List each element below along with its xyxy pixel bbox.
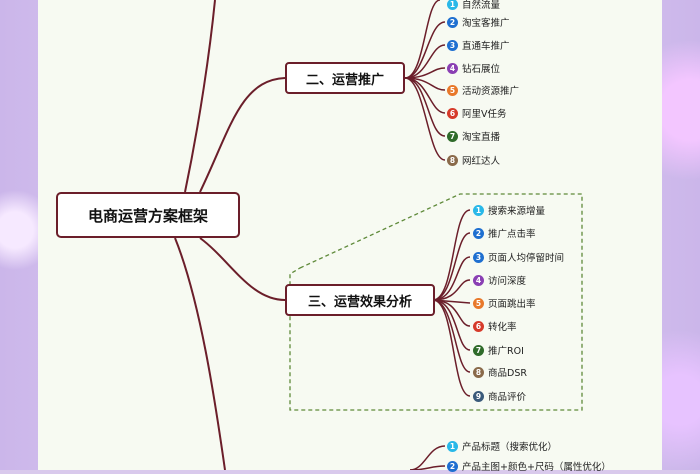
leaf-item[interactable]: 2 产品主图+颜色+尺码（属性优化） [447,458,611,474]
number-badge: 5 [473,297,484,309]
leaf-label: 自然流量 [462,0,501,11]
leaf-item[interactable]: 2 淘宝客推广 [447,14,510,30]
number-badge: 4 [473,274,484,286]
leaf-label: 页面人均停留时间 [488,253,565,264]
number-badge: 9 [473,390,484,402]
leaf-label: 活动资源推广 [462,86,520,97]
number-badge: 8 [473,366,484,378]
leaf-item[interactable]: 5 页面跳出率 [473,295,536,311]
leaf-item[interactable]: 4 访问深度 [473,272,526,288]
number-badge: 1 [447,440,458,452]
leaf-item[interactable]: 8 商品DSR [473,364,527,380]
branch-2-leaf-lines [432,209,471,397]
leaf-label: 转化率 [488,322,517,333]
number-badge: 7 [473,344,484,356]
leaf-label: 页面跳出率 [488,299,536,310]
number-badge: 2 [473,227,484,239]
leaf-label: 商品评价 [488,392,527,403]
leaf-label: 商品DSR [488,368,527,379]
leaf-label: 访问深度 [488,276,527,287]
number-badge: 3 [473,251,484,263]
number-badge: 3 [447,39,458,51]
branch-node-operations-promotion[interactable]: 二、运营推广 [285,62,405,94]
leaf-label: 淘宝客推广 [462,18,510,29]
number-badge: 1 [473,204,484,216]
branch-3-leaf-lines [409,445,446,470]
number-badge: 6 [473,320,484,332]
number-badge: 6 [447,107,458,119]
number-badge: 1 [447,0,458,10]
leaf-item[interactable]: 5 活动资源推广 [447,82,519,98]
leaf-item[interactable]: 9 商品评价 [473,388,526,404]
number-badge: 8 [447,154,458,166]
leaf-item[interactable]: 1 自然流量 [447,0,500,12]
leaf-label: 钻石展位 [462,64,501,75]
number-badge: 4 [447,62,458,74]
leaf-label: 直通车推广 [462,41,510,52]
leaf-label: 网红达人 [462,156,501,167]
leaf-item[interactable]: 6 转化率 [473,318,517,334]
leaf-label: 产品主图+颜色+尺码（属性优化） [462,462,611,473]
leaf-label: 推广点击率 [488,229,536,240]
leaf-label: 产品标题（搜索优化） [462,442,558,453]
branch-node-effect-analysis[interactable]: 三、运营效果分析 [285,284,435,316]
number-badge: 2 [447,16,458,28]
leaf-item[interactable]: 3 页面人均停留时间 [473,249,564,265]
branch-1-leaf-lines [404,0,446,161]
leaf-item[interactable]: 1 产品标题（搜索优化） [447,438,557,454]
leaf-label: 推广ROI [488,346,524,357]
leaf-item[interactable]: 6 阿里V任务 [447,105,507,121]
leaf-item[interactable]: 7 淘宝直播 [447,128,500,144]
leaf-item[interactable]: 3 直通车推广 [447,37,510,53]
leaf-label: 阿里V任务 [462,109,507,120]
leaf-label: 搜索来源增量 [488,206,546,217]
leaf-item[interactable]: 2 推广点击率 [473,225,536,241]
number-badge: 7 [447,130,458,142]
root-node[interactable]: 电商运营方案框架 [56,192,240,238]
leaf-item[interactable]: 1 搜索来源增量 [473,202,545,218]
number-badge: 2 [447,460,458,472]
number-badge: 5 [447,84,458,96]
leaf-item[interactable]: 7 推广ROI [473,342,524,358]
leaf-item[interactable]: 8 网红达人 [447,152,500,168]
leaf-item[interactable]: 4 钻石展位 [447,60,500,76]
leaf-label: 淘宝直播 [462,132,501,143]
